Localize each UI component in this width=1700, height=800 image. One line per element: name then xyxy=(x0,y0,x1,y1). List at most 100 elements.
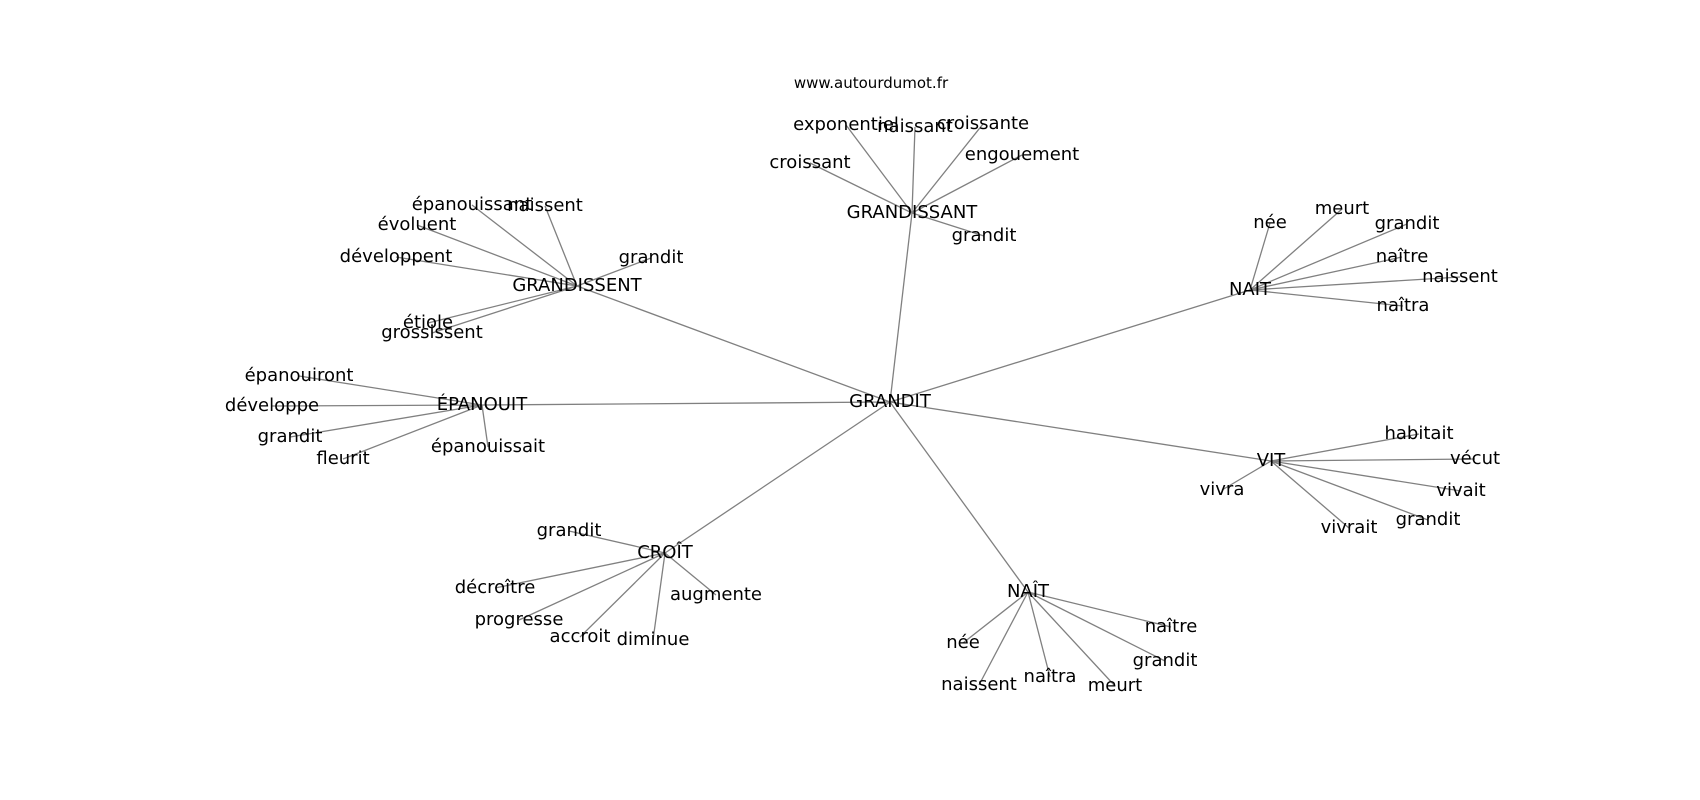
edge-cluster-to-word xyxy=(544,205,578,287)
edge-cluster-to-word xyxy=(911,154,1023,214)
edge-cluster-to-word xyxy=(1270,433,1420,462)
word-node: épanouiront xyxy=(245,365,354,386)
edge-center-to-cluster xyxy=(576,285,891,403)
word-node: naissent xyxy=(941,674,1017,695)
edge-center-to-cluster xyxy=(889,289,1251,403)
word-node: meurt xyxy=(1315,198,1369,219)
cluster-node: GRANDISSENT xyxy=(512,275,642,296)
edge-cluster-to-word xyxy=(1249,222,1271,291)
edge-cluster-to-word xyxy=(1221,460,1272,491)
edge-cluster-to-word xyxy=(845,124,913,214)
edge-cluster-to-word xyxy=(576,257,652,287)
edge-cluster-to-word xyxy=(1270,460,1350,529)
edge-cluster-to-word xyxy=(471,204,578,287)
word-node: grandit xyxy=(952,225,1017,246)
edge-center-to-cluster xyxy=(889,401,1272,462)
edge-cluster-to-word xyxy=(568,530,666,554)
center-node: GRANDIT xyxy=(849,391,932,412)
edge-cluster-to-word xyxy=(271,404,483,407)
edge-cluster-to-word xyxy=(518,552,666,621)
edge-cluster-to-word xyxy=(1270,458,1476,462)
cluster-node: VIT xyxy=(1257,450,1287,471)
word-node: grossissent xyxy=(381,322,483,343)
word-node: accroit xyxy=(550,626,611,647)
word-node: croissant xyxy=(769,152,850,173)
edge-cluster-to-word xyxy=(431,285,578,334)
source-url: www.autourdumot.fr xyxy=(794,74,949,92)
word-node: décroître xyxy=(455,577,536,598)
edge-cluster-to-word xyxy=(1270,460,1462,492)
edge-cluster-to-word xyxy=(1027,591,1172,628)
word-node: habitait xyxy=(1384,423,1453,444)
edge-cluster-to-word xyxy=(342,404,483,460)
edge-cluster-to-word xyxy=(664,552,717,596)
word-node: épanouissait xyxy=(431,436,545,457)
word-node: naître xyxy=(1145,616,1198,637)
word-node: épanouissant xyxy=(412,194,533,215)
word-node: naissant xyxy=(877,116,953,137)
word-node: naîtra xyxy=(1377,295,1430,316)
edge-cluster-to-word xyxy=(962,591,1029,644)
edge-center-to-cluster xyxy=(481,401,891,406)
edge-cluster-to-word xyxy=(494,552,666,589)
word-node: grandit xyxy=(1133,650,1198,671)
word-node: vivrait xyxy=(1321,517,1378,538)
edge-cluster-to-word xyxy=(911,212,985,237)
edge-cluster-to-word xyxy=(416,224,578,287)
edge-cluster-to-word xyxy=(1249,223,1408,291)
edge-cluster-to-word xyxy=(1027,591,1166,662)
word-node: naître xyxy=(1376,246,1429,267)
word-node: développent xyxy=(340,246,453,267)
word-node: évoluent xyxy=(378,214,457,235)
cluster-node: CROÎT xyxy=(637,541,694,563)
word-node: fleurit xyxy=(316,448,369,469)
edge-cluster-to-word xyxy=(911,126,916,214)
cluster-node: ÉPANOUIT xyxy=(437,393,529,415)
edge-cluster-to-word xyxy=(395,256,578,287)
word-node: grandit xyxy=(258,426,323,447)
word-node: grandit xyxy=(619,247,684,268)
edge-center-to-cluster xyxy=(889,401,1029,593)
edge-cluster-to-word xyxy=(1027,591,1051,678)
word-node: naissent xyxy=(1422,266,1498,287)
word-node: née xyxy=(1253,212,1287,233)
word-node: développe xyxy=(225,395,319,416)
word-node: grandit xyxy=(537,520,602,541)
edge-cluster-to-word xyxy=(1249,256,1403,291)
edge-cluster-to-word xyxy=(1270,460,1429,521)
edge-cluster-to-word xyxy=(809,162,913,214)
word-node: née xyxy=(946,632,980,653)
edge-cluster-to-word xyxy=(427,285,578,324)
labels-layer: www.autourdumot.fr exponentielnaissantcr… xyxy=(225,74,1500,696)
edge-cluster-to-word xyxy=(1027,591,1116,687)
edge-center-to-cluster xyxy=(664,401,891,554)
edge-cluster-to-word xyxy=(978,591,1029,686)
word-node: vécut xyxy=(1450,448,1500,469)
edge-cluster-to-word xyxy=(1249,276,1461,291)
word-node: grandit xyxy=(1375,213,1440,234)
word-node: engouement xyxy=(965,144,1079,165)
cluster-node: NAIT xyxy=(1229,279,1272,300)
edge-cluster-to-word xyxy=(579,552,666,638)
word-node: grandit xyxy=(1396,509,1461,530)
edge-cluster-to-word xyxy=(289,404,483,438)
word-node: augmente xyxy=(670,584,762,605)
edge-cluster-to-word xyxy=(481,404,489,448)
edge-cluster-to-word xyxy=(298,375,483,406)
edge-cluster-to-word xyxy=(652,552,666,641)
word-node: naîtra xyxy=(1024,666,1077,687)
word-node: meurt xyxy=(1088,675,1142,696)
word-node: exponentiel xyxy=(793,114,899,135)
cluster-node: NAÎT xyxy=(1007,580,1050,602)
word-node: progresse xyxy=(475,609,564,630)
edge-center-to-cluster xyxy=(889,212,913,403)
word-node: vivait xyxy=(1436,480,1485,501)
word-node: vivra xyxy=(1200,479,1245,500)
word-node: croissante xyxy=(937,113,1029,134)
edge-cluster-to-word xyxy=(1249,208,1343,291)
cluster-node: GRANDISSANT xyxy=(847,202,979,223)
edge-cluster-to-word xyxy=(911,123,984,214)
word-node: étiole xyxy=(403,312,453,333)
edge-cluster-to-word xyxy=(1249,289,1404,307)
